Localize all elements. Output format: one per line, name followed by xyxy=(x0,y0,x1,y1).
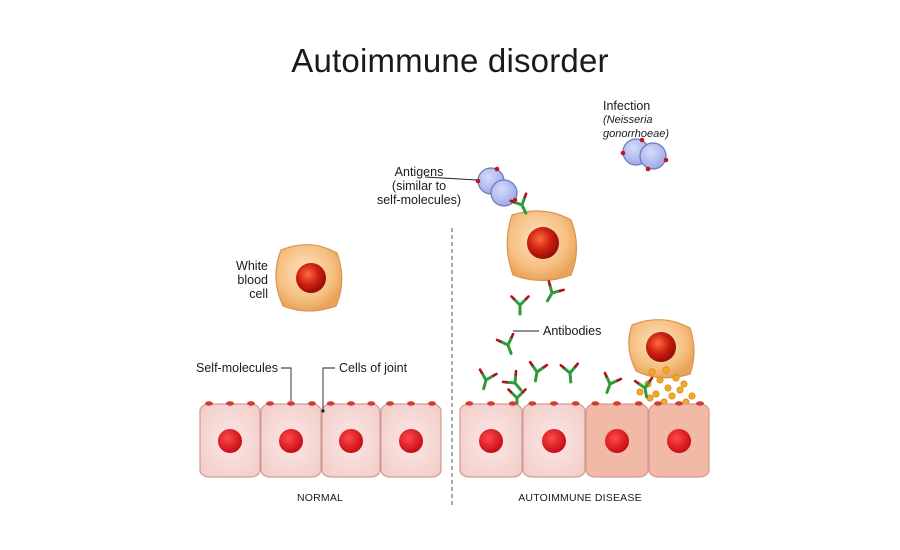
self-molecules-leader-line xyxy=(281,367,292,401)
disease-joint-cell-1 xyxy=(459,401,523,478)
white-blood-cell-attacking xyxy=(628,319,695,379)
normal-joint-cell-4 xyxy=(380,401,442,478)
infection-label-line-1: Infection xyxy=(603,99,651,113)
granule-22 xyxy=(688,392,696,400)
granule-20 xyxy=(662,366,670,374)
white-blood-cell-label-line-2: blood xyxy=(237,273,268,287)
white-blood-cell-label-line-3: cell xyxy=(249,287,268,301)
granule-6 xyxy=(652,390,660,398)
joint-cells-normal xyxy=(199,401,442,478)
white-blood-cell-label-line-1: White xyxy=(236,259,268,273)
normal-joint-cell-1 xyxy=(199,401,261,478)
page-title: Autoimmune disorder xyxy=(291,42,609,79)
normal-joint-cell-3 xyxy=(321,401,381,478)
disease-joint-cell-4 xyxy=(648,401,710,478)
self-molecules-label: Self-molecules xyxy=(196,361,278,375)
antibodies-label: Antibodies xyxy=(543,324,602,338)
white-blood-cell-label: White blood cell xyxy=(222,259,268,301)
antigens-label: Antigens (similar to self-molecules) xyxy=(374,165,464,207)
granule-21 xyxy=(680,380,688,388)
antigens-leader-line xyxy=(424,176,478,181)
granule-4 xyxy=(672,374,680,382)
panel-label-normal: NORMAL xyxy=(296,492,344,504)
granule-9 xyxy=(676,386,684,394)
granule-19 xyxy=(636,388,644,396)
white-blood-cell-activated xyxy=(506,192,578,282)
joint-cells-disease xyxy=(459,401,710,478)
antigens-label-line-3: self-molecules) xyxy=(376,193,462,207)
white-blood-cell-normal xyxy=(275,244,343,312)
cells-of-joint-leader-line xyxy=(322,367,335,410)
antigens-label-line-2: (similar to xyxy=(391,179,447,193)
cells-of-joint-label: Cells of joint xyxy=(339,361,408,375)
bacterium-infection xyxy=(620,137,669,172)
disease-joint-cell-3 xyxy=(585,401,649,478)
infection-species-line-2: gonorrhoeae) xyxy=(603,128,670,140)
infection-species-line-1: (Neisseria xyxy=(603,114,653,126)
granule-1 xyxy=(648,368,656,376)
granule-3 xyxy=(664,384,672,392)
antigens-label-line-1: Antigens xyxy=(394,165,444,179)
panel-label-autoimmune-disease: AUTOIMMUNE DISEASE xyxy=(518,492,642,504)
normal-joint-cell-2 xyxy=(260,401,322,478)
antibody-group xyxy=(473,279,657,409)
disease-joint-cell-2 xyxy=(522,401,586,478)
infection-label: Infection (Neisseria gonorrhoeae) xyxy=(603,99,693,141)
granule-2 xyxy=(656,376,664,384)
granule-8 xyxy=(668,392,676,400)
